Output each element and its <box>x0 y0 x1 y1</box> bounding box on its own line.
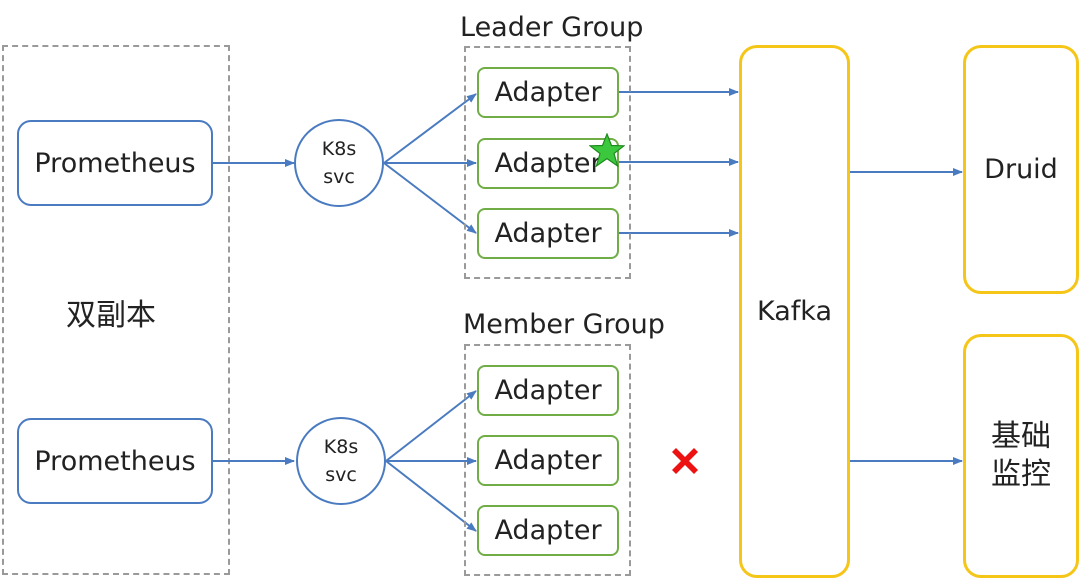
blocked-cross-icon <box>672 448 698 474</box>
replica-container <box>2 45 230 575</box>
svc-line2: svc <box>325 464 357 486</box>
member-adapter-1: Adapter <box>477 365 619 416</box>
svc-line1: K8s <box>323 436 359 458</box>
leader-adapter-2: Adapter <box>477 138 619 189</box>
svc-line2: svc <box>323 166 355 188</box>
monitoring-line2: 监控 <box>991 457 1051 492</box>
prometheus-node-bottom: Prometheus <box>17 418 213 504</box>
arrow-svc-to-leader-adapter-3 <box>383 162 477 234</box>
member-group-container <box>464 344 631 576</box>
arrow-svc-to-member-adapter-3 <box>385 460 477 532</box>
member-group-title: Member Group <box>463 309 665 340</box>
druid-node: Druid <box>963 45 1079 294</box>
member-adapter-2: Adapter <box>477 435 619 486</box>
prometheus-node-top: Prometheus <box>17 120 213 206</box>
replica-label: 双副本 <box>66 298 156 333</box>
member-adapter-3: Adapter <box>477 505 619 556</box>
leader-adapter-1: Adapter <box>477 67 619 118</box>
arrow-svc-to-member-adapter-1 <box>385 390 477 462</box>
leader-group-container <box>464 46 631 279</box>
kafka-node: Kafka <box>739 45 850 578</box>
monitoring-line1: 基础 <box>991 419 1051 454</box>
k8s-svc-bottom: K8s svc <box>296 417 386 505</box>
arrow-svc-to-leader-adapter-1 <box>383 93 477 164</box>
leader-group-title: Leader Group <box>460 12 644 43</box>
leader-star-icon <box>589 133 625 167</box>
k8s-svc-top: K8s svc <box>294 119 384 207</box>
svc-line1: K8s <box>321 138 357 160</box>
leader-adapter-3: Adapter <box>477 208 619 259</box>
base-monitoring-node: 基础 监控 <box>963 334 1079 578</box>
